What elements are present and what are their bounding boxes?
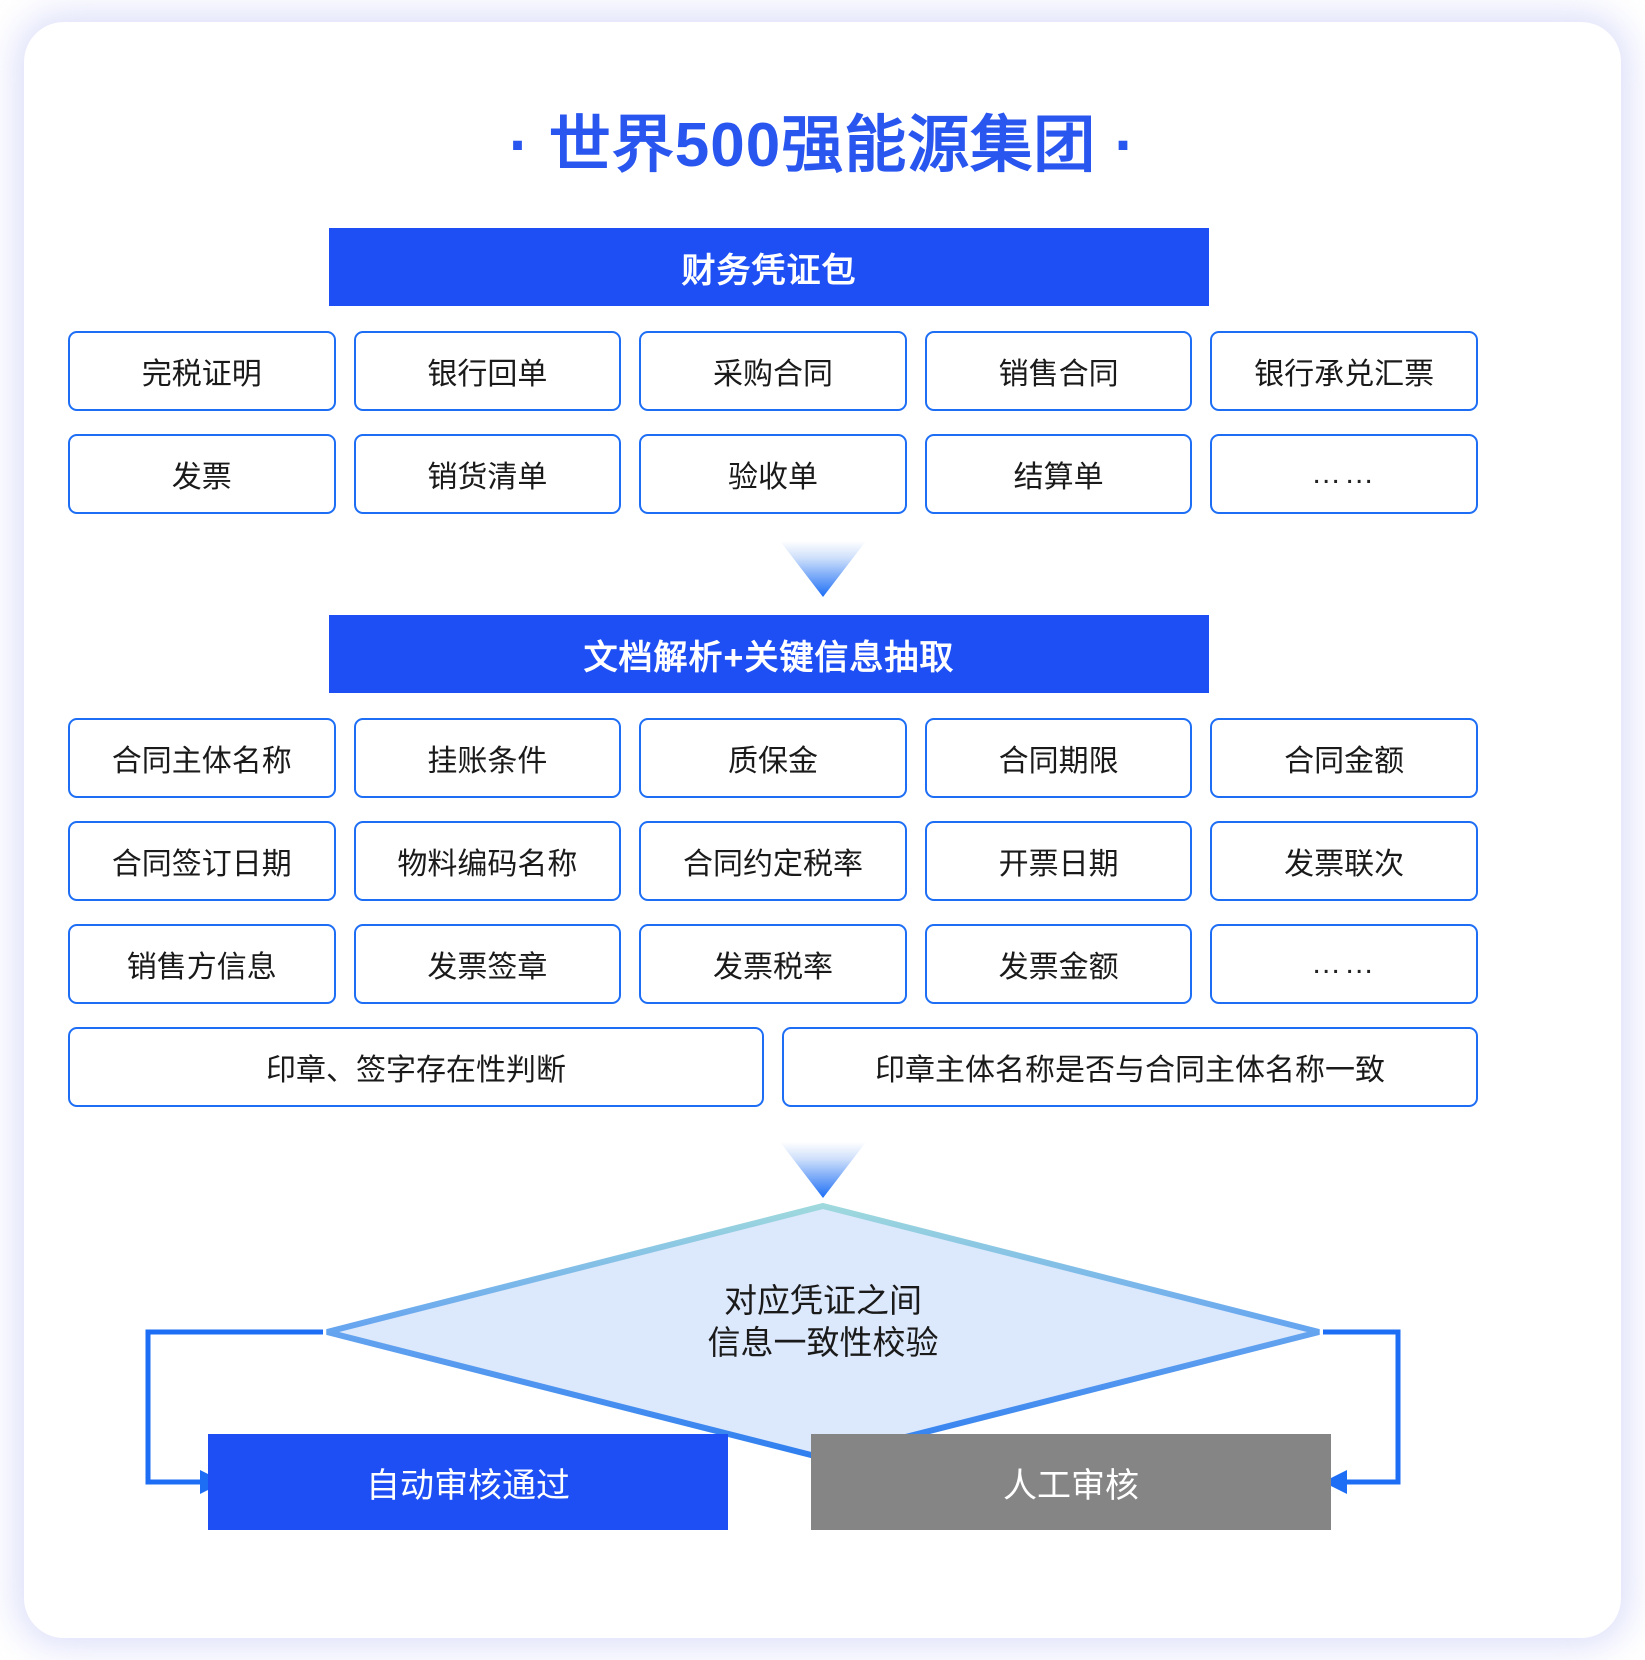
doc-item[interactable]: 发票 — [68, 434, 336, 514]
doc-item[interactable]: 验收单 — [639, 434, 907, 514]
extraction-field[interactable]: 合同金额 — [1210, 718, 1478, 798]
extraction-field[interactable]: 物料编码名称 — [353, 821, 622, 901]
extraction-row-3: 销售方信息 发票签章 发票税率 发票金额 …… — [68, 924, 1478, 1004]
extraction-field[interactable]: 挂账条件 — [353, 718, 622, 798]
flow-arrow-down-icon — [779, 1142, 866, 1198]
doc-item-ellipsis: …… — [1210, 434, 1478, 514]
doc-package-row-2: 发票 销货清单 验收单 结算单 …… — [68, 434, 1478, 514]
extraction-field[interactable]: 合同签订日期 — [68, 821, 336, 901]
doc-item[interactable]: 结算单 — [924, 434, 1193, 514]
decision-diamond: 对应凭证之间 信息一致性校验 — [323, 1202, 1323, 1462]
section-header-extraction: 文档解析+关键信息抽取 — [329, 615, 1209, 693]
extraction-wide-row: 印章、签字存在性判断 印章主体名称是否与合同主体名称一致 — [68, 1027, 1478, 1107]
doc-item[interactable]: 银行回单 — [353, 331, 622, 411]
extraction-field-ellipsis: …… — [1210, 924, 1478, 1004]
extraction-field[interactable]: 开票日期 — [924, 821, 1193, 901]
doc-item[interactable]: 采购合同 — [639, 331, 907, 411]
extraction-field[interactable]: 合同约定税率 — [639, 821, 907, 901]
doc-package-row-1: 完税证明 银行回单 采购合同 销售合同 银行承兑汇票 — [68, 331, 1478, 411]
diamond-shape — [326, 1202, 1320, 1462]
extraction-field[interactable]: 发票税率 — [639, 924, 907, 1004]
flow-arrow-down-icon — [779, 541, 866, 597]
extraction-field[interactable]: 发票金额 — [924, 924, 1193, 1004]
extraction-row-2: 合同签订日期 物料编码名称 合同约定税率 开票日期 发票联次 — [68, 821, 1478, 901]
doc-item[interactable]: 销货清单 — [353, 434, 622, 514]
extraction-field[interactable]: 发票签章 — [353, 924, 622, 1004]
extraction-field[interactable]: 销售方信息 — [68, 924, 336, 1004]
extraction-field[interactable]: 合同期限 — [924, 718, 1193, 798]
extraction-row-1: 合同主体名称 挂账条件 质保金 合同期限 合同金额 — [68, 718, 1478, 798]
doc-item[interactable]: 销售合同 — [924, 331, 1193, 411]
doc-item[interactable]: 银行承兑汇票 — [1210, 331, 1478, 411]
extraction-field[interactable]: 合同主体名称 — [68, 718, 336, 798]
section-header-doc-package: 财务凭证包 — [329, 228, 1209, 306]
extraction-check-seal-entity-match[interactable]: 印章主体名称是否与合同主体名称一致 — [782, 1027, 1478, 1107]
diagram-card: · 世界500强能源集团 · 财务凭证包 完税证明 银行回单 采购合同 销售合同… — [24, 22, 1621, 1638]
extraction-check-seal-signature[interactable]: 印章、签字存在性判断 — [68, 1027, 764, 1107]
page-title: · 世界500强能源集团 · — [508, 111, 1137, 180]
extraction-field[interactable]: 发票联次 — [1210, 821, 1478, 901]
result-auto-approved[interactable]: 自动审核通过 — [208, 1434, 728, 1530]
result-manual-review[interactable]: 人工审核 — [811, 1434, 1331, 1530]
doc-item[interactable]: 完税证明 — [68, 331, 336, 411]
extraction-field[interactable]: 质保金 — [639, 718, 907, 798]
